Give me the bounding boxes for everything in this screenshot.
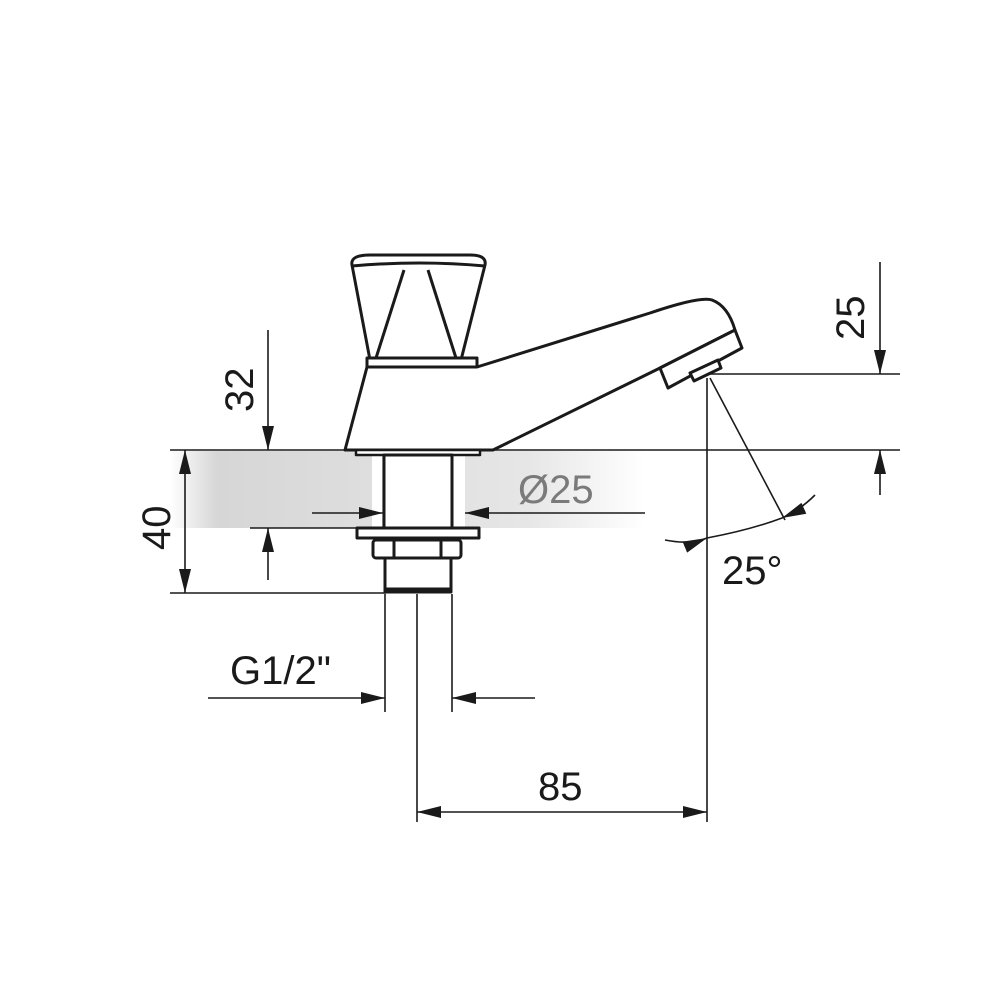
dim-25-label: 25 (829, 296, 873, 341)
dim-40-label: 40 (135, 506, 179, 551)
aerator (658, 328, 744, 390)
faucet (343, 253, 744, 594)
flange (355, 526, 481, 540)
nut (371, 538, 463, 560)
diameter-label: Ø25 (518, 468, 594, 512)
thread-label: G1/2" (230, 649, 331, 693)
thread (383, 556, 453, 594)
dimension-lines (170, 262, 900, 822)
handle (350, 253, 487, 362)
reach-label: 85 (538, 765, 583, 809)
dim-32-label: 32 (218, 368, 262, 413)
angle-label: 25° (722, 549, 783, 593)
